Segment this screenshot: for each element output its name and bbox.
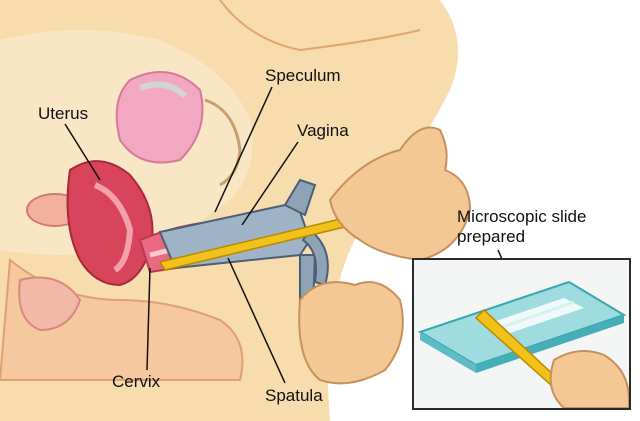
leader-uterus [64, 123, 101, 181]
label-microscopic-slide: Microscopic slide prepared [457, 207, 586, 247]
inset-hand [549, 350, 629, 408]
speculum-thumb [301, 228, 329, 287]
label-speculum: Speculum [265, 66, 341, 85]
leader-speculum [214, 86, 273, 213]
label-cervix: Cervix [112, 372, 161, 391]
label-slide-line2: prepared [457, 227, 526, 246]
glove-hand-icon [328, 126, 472, 262]
uterus-inner [93, 182, 134, 273]
leader-vagina [241, 141, 299, 226]
uterus-shape [66, 160, 154, 287]
label-uterus: Uterus [38, 104, 89, 123]
lower-hand [298, 281, 404, 385]
label-spatula: Spatula [265, 386, 323, 405]
leader-cervix [146, 267, 151, 371]
microscope-slide-icon [417, 280, 629, 408]
symphysis [204, 98, 242, 187]
label-slide-line1: Microscopic slide [457, 207, 587, 226]
bowel-loop [18, 276, 82, 332]
leader-spatula [227, 257, 286, 384]
label-vagina: Vagina [297, 121, 349, 140]
bladder-highlight [138, 81, 188, 99]
buttock-outline [219, 0, 421, 52]
slide-inset [412, 258, 631, 410]
